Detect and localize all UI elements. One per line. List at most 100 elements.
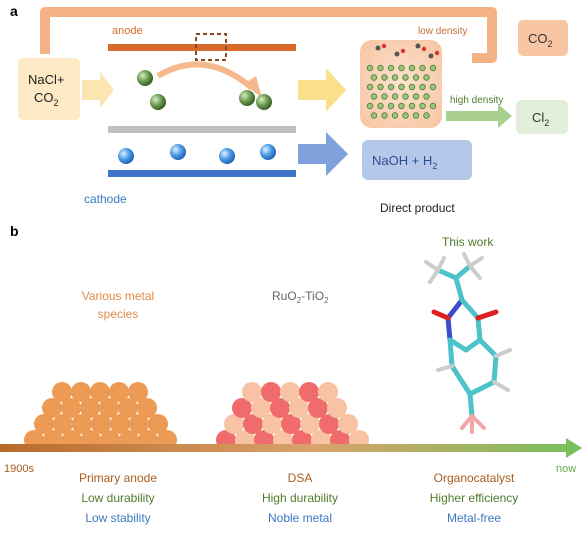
tio2-sphere bbox=[242, 382, 262, 402]
cl2-bubble bbox=[381, 93, 388, 100]
chloride-ion bbox=[150, 94, 166, 110]
cl2-bubble bbox=[408, 64, 416, 72]
membrane bbox=[108, 126, 296, 133]
cl2-bubble bbox=[398, 102, 405, 110]
cl2-bubbles bbox=[366, 64, 437, 119]
tio2-sphere bbox=[318, 382, 338, 402]
era-2-prop1: High durability bbox=[262, 491, 338, 505]
cl2-bubble bbox=[391, 93, 399, 100]
chlorine-atom bbox=[256, 94, 272, 110]
metal-sphere bbox=[99, 398, 119, 418]
cl2-bubble bbox=[387, 83, 395, 91]
era-1-prop2: Low stability bbox=[85, 511, 150, 525]
tio2-sphere bbox=[289, 398, 309, 418]
ruo2-sphere bbox=[299, 382, 319, 402]
ruo2-sphere bbox=[261, 382, 281, 402]
metal-sphere bbox=[72, 414, 92, 434]
cl2-bubble bbox=[412, 93, 420, 100]
cl2-bubble bbox=[423, 93, 430, 100]
cl2-bubble bbox=[370, 74, 378, 81]
low-density-label: low density bbox=[418, 26, 467, 37]
naoh-box bbox=[362, 140, 472, 180]
cl2-bubble bbox=[408, 102, 416, 110]
this-work-label: This work bbox=[442, 235, 494, 249]
cl2-bubble bbox=[423, 112, 430, 119]
cl2-bubble bbox=[429, 102, 437, 110]
cl2-bubble bbox=[377, 83, 384, 91]
direct-product-label: Direct product bbox=[380, 201, 455, 215]
feed-line-1: NaCl+ bbox=[28, 72, 65, 87]
metal-sphere bbox=[148, 414, 168, 434]
year-start-label: 1900s bbox=[4, 463, 34, 475]
reaction-arc-arrow bbox=[156, 61, 254, 91]
anode-plate bbox=[108, 44, 296, 51]
metal-sphere bbox=[34, 414, 54, 434]
sodium-ion bbox=[260, 144, 276, 160]
panel-b-label: b bbox=[10, 223, 19, 239]
cl2-bubble bbox=[402, 112, 409, 119]
cl2-bubble bbox=[423, 74, 430, 81]
cl2-bubble bbox=[366, 102, 374, 110]
cl2-bubble bbox=[391, 112, 399, 119]
metal-sphere bbox=[71, 382, 91, 402]
metal-sphere bbox=[137, 398, 157, 418]
cl2-bubble bbox=[398, 64, 405, 72]
cl2-bubble bbox=[377, 64, 384, 72]
active-site-box bbox=[195, 33, 227, 61]
now-label: now bbox=[556, 463, 576, 475]
metal-sphere bbox=[52, 382, 72, 402]
tio2-sphere bbox=[338, 414, 358, 434]
metal-sphere bbox=[110, 414, 130, 434]
cl2-bubble bbox=[419, 83, 426, 91]
metal-sphere bbox=[129, 414, 149, 434]
cl2-bubble bbox=[387, 102, 395, 110]
sodium-ion bbox=[118, 148, 134, 164]
feed-arrow bbox=[82, 72, 114, 108]
ruo2-tio2-label: RuO2-TiO2 bbox=[272, 289, 329, 305]
cl2-bubble bbox=[412, 74, 420, 81]
era-3-name: Organocatalyst bbox=[434, 471, 515, 485]
ruo2-sphere bbox=[232, 398, 252, 418]
tio2-sphere bbox=[280, 382, 300, 402]
cl2-bubble bbox=[402, 93, 409, 100]
ruo2-sphere bbox=[270, 398, 290, 418]
metal-sphere bbox=[61, 398, 81, 418]
cathode-label: cathode bbox=[84, 192, 127, 206]
co2-box-label: CO2 bbox=[528, 31, 553, 49]
product-arrow-blue bbox=[298, 132, 348, 176]
cl2-arrow bbox=[446, 104, 512, 128]
cl2-bubble bbox=[419, 64, 426, 72]
tio2-sphere bbox=[300, 414, 320, 434]
cl2-bubble bbox=[419, 102, 426, 110]
cl2-bubble bbox=[366, 64, 374, 72]
cl2-box bbox=[516, 100, 568, 134]
feed-line-2: CO2 bbox=[34, 90, 59, 108]
cl2-bubble bbox=[429, 64, 437, 72]
cl2-bubble bbox=[408, 83, 416, 91]
sodium-ion bbox=[170, 144, 186, 160]
high-density-label: high density bbox=[450, 95, 503, 106]
cl2-bubble bbox=[381, 74, 388, 81]
chloride-ion bbox=[137, 70, 153, 86]
various-metal-line1: Various metal bbox=[82, 289, 154, 303]
tio2-sphere bbox=[262, 414, 282, 434]
metal-sphere bbox=[128, 382, 148, 402]
metal-species-pile bbox=[24, 382, 177, 450]
anode-label: anode bbox=[112, 25, 143, 37]
timeline-arrow bbox=[0, 438, 582, 458]
cl2-bubble bbox=[387, 64, 395, 72]
cl2-bubble bbox=[377, 102, 384, 110]
metal-sphere bbox=[91, 414, 111, 434]
chlorine-atom bbox=[239, 90, 255, 106]
ruo2-sphere bbox=[243, 414, 263, 434]
cl2-bubble bbox=[370, 112, 378, 119]
metal-sphere bbox=[90, 382, 110, 402]
ruo2-sphere bbox=[308, 398, 328, 418]
era-1-prop1: Low durability bbox=[81, 491, 154, 505]
tio2-sphere bbox=[251, 398, 271, 418]
metal-sphere bbox=[109, 382, 129, 402]
metal-sphere bbox=[118, 398, 138, 418]
product-arrow-yellow bbox=[298, 68, 346, 112]
era-3-prop1: Higher efficiency bbox=[430, 491, 519, 505]
era-2-name: DSA bbox=[288, 471, 313, 485]
